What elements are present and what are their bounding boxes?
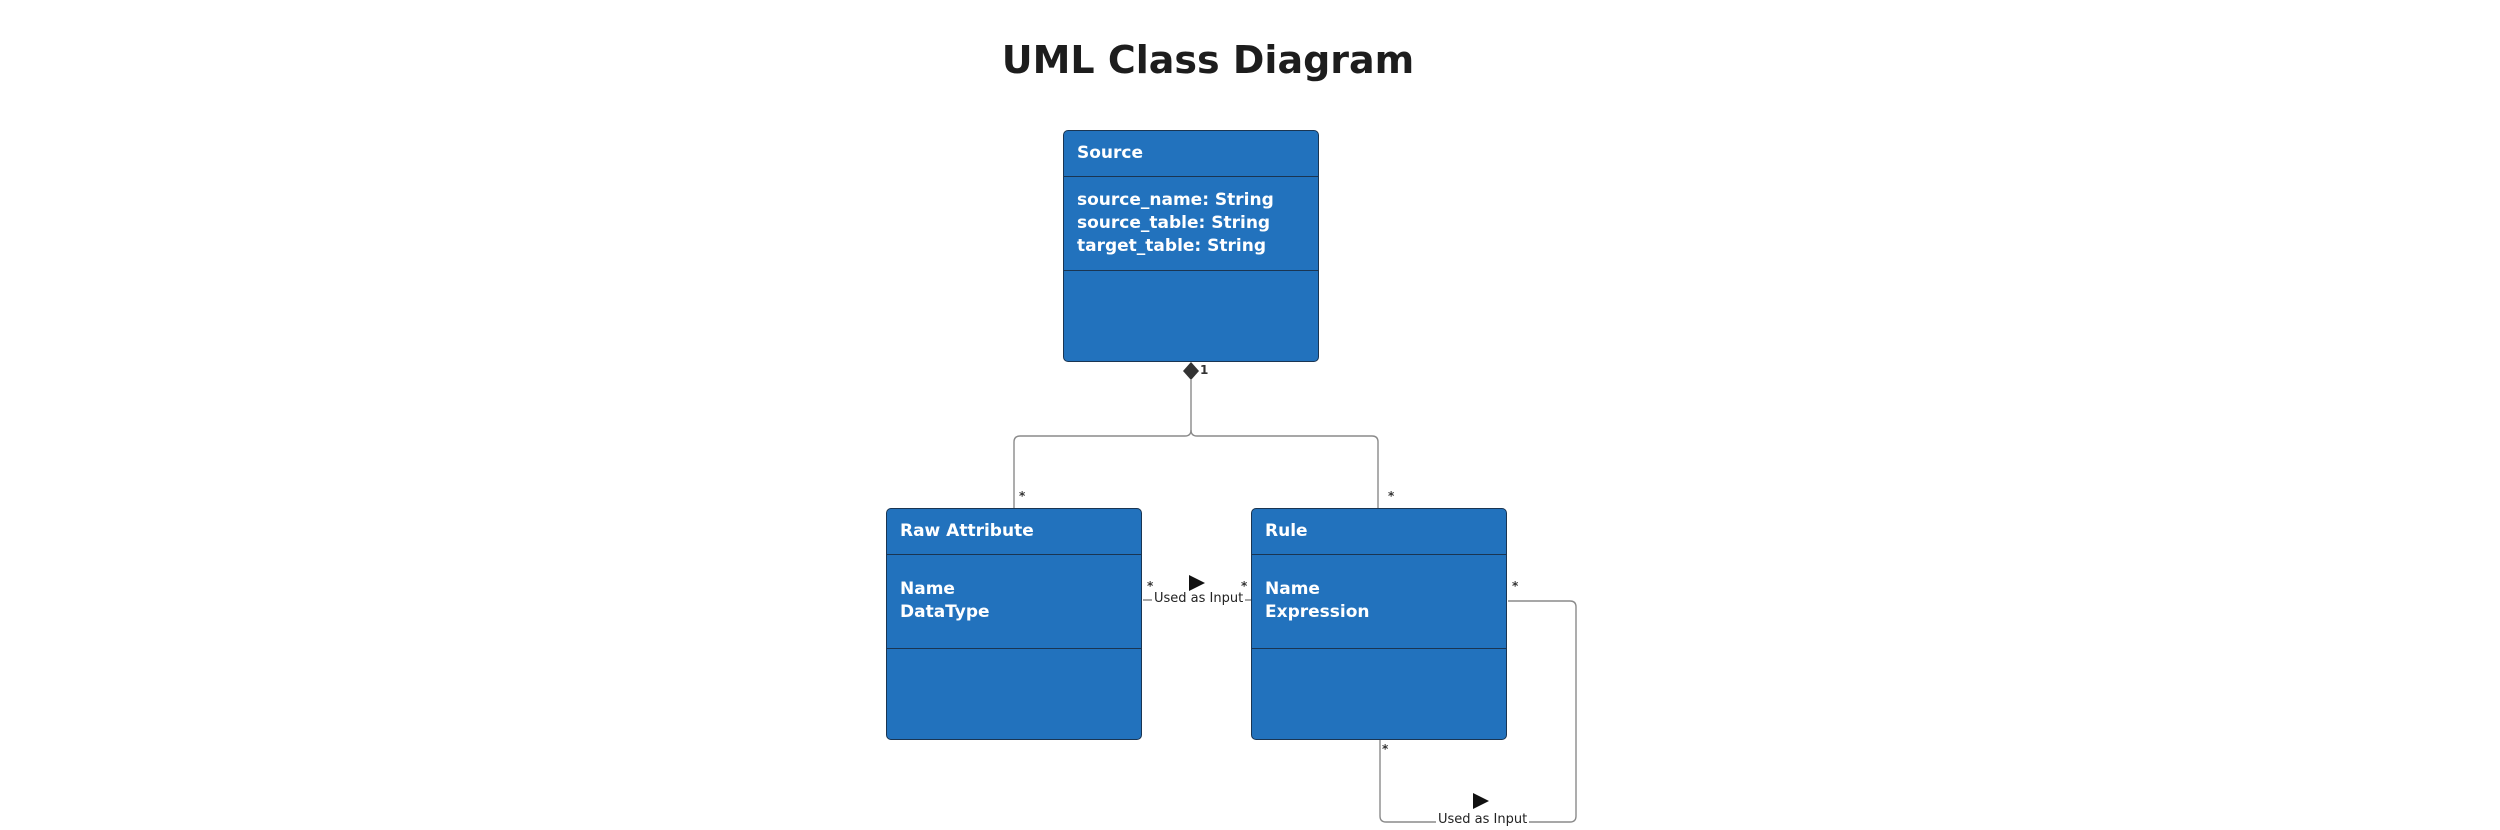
class-source-operations (1064, 271, 1318, 361)
class-source-name: Source (1064, 131, 1318, 177)
class-source-attributes: source_name: String source_table: String… (1064, 177, 1318, 271)
attribute-name: Name (900, 579, 955, 599)
rule-self-line (1379, 600, 1577, 823)
attribute-expression: Expression (1265, 602, 1370, 622)
composition-branch-line (1190, 429, 1379, 508)
class-raw-attribute[interactable]: Raw Attribute Name DataType (886, 508, 1142, 740)
multiplicity-rule-composition: * (1388, 489, 1395, 503)
diagram-title: UML Class Diagram (1001, 38, 1415, 82)
class-raw-attribute-operations (887, 649, 1141, 739)
multiplicity-rule-self-from: * (1512, 579, 1519, 593)
direction-arrow-icon (1473, 793, 1489, 809)
attribute-rule-name: Name (1265, 579, 1320, 599)
attribute-target-table: target_table: String (1077, 236, 1267, 256)
class-raw-attribute-name: Raw Attribute (887, 509, 1141, 555)
class-rule-attributes: Name Expression (1252, 555, 1506, 649)
composition-diamond-icon (1183, 362, 1199, 380)
class-rule-name: Rule (1252, 509, 1506, 555)
class-rule[interactable]: Rule Name Expression (1251, 508, 1507, 740)
multiplicity-rule-self-to: * (1382, 742, 1389, 756)
attribute-source-table: source_table: String (1077, 213, 1271, 233)
association-label-raw-to-rule: Used as Input (1152, 591, 1246, 606)
attribute-datatype: DataType (900, 602, 990, 622)
class-source[interactable]: Source source_name: String source_table:… (1063, 130, 1319, 362)
multiplicity-raw-to-rule-to: * (1241, 579, 1248, 593)
class-rule-operations (1252, 649, 1506, 739)
composition-trunk-line (1013, 380, 1192, 508)
direction-arrow-icon (1189, 575, 1205, 591)
multiplicity-raw-to-rule-from: * (1147, 579, 1154, 593)
attribute-source-name: source_name: String (1077, 190, 1274, 210)
class-raw-attribute-attributes: Name DataType (887, 555, 1141, 649)
multiplicity-source: 1 (1200, 363, 1209, 377)
association-label-rule-self: Used as Input (1436, 812, 1530, 827)
multiplicity-raw-attribute-composition: * (1019, 489, 1026, 503)
